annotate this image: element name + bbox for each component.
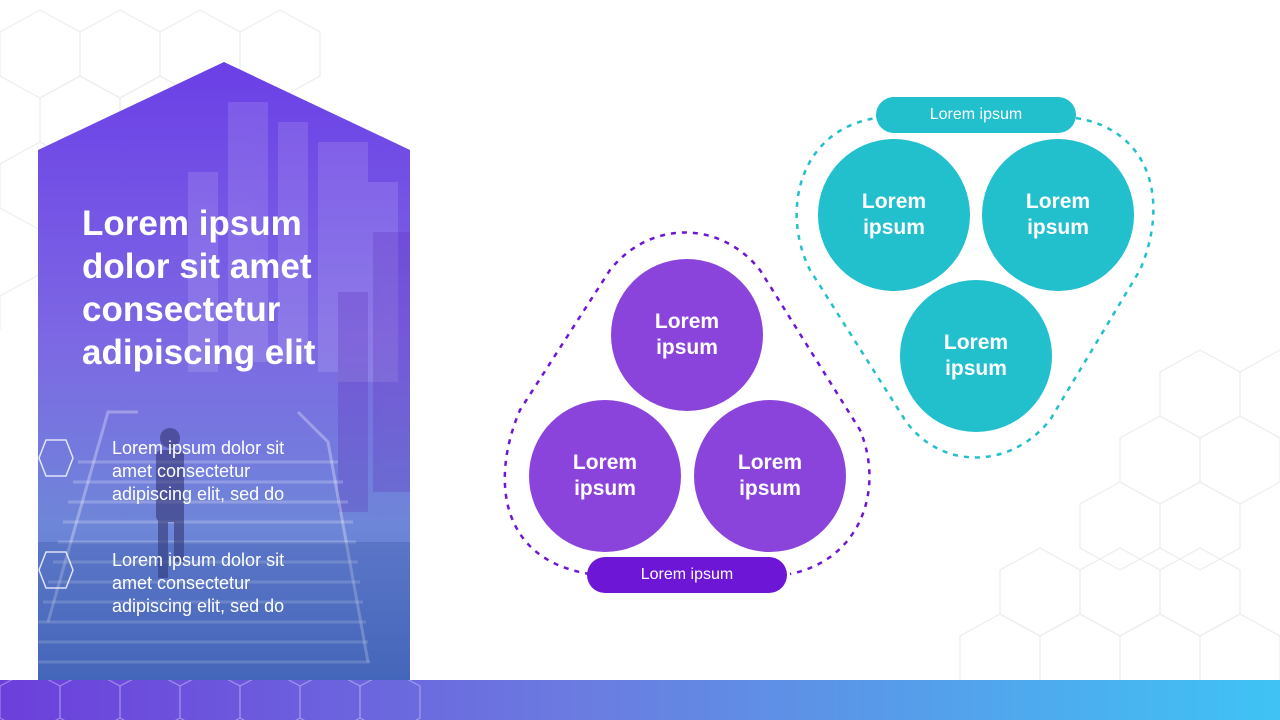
teal-group-label: Lorem ipsum xyxy=(876,97,1076,133)
circle-label: ipsum xyxy=(574,477,636,500)
purple-circle: Lorem ipsum xyxy=(529,400,681,552)
arrow-image-panel xyxy=(38,62,410,680)
hexagon-bullet-icon xyxy=(38,439,74,477)
staircase-city-image xyxy=(38,102,410,680)
circle-label: Lorem xyxy=(572,451,638,474)
bottom-gradient-bar xyxy=(0,680,1280,720)
circle-label: ipsum xyxy=(656,336,718,359)
panel-item-text: Lorem ipsum dolor sit amet consectetur a… xyxy=(112,437,342,506)
circle-label: Lorem xyxy=(1025,190,1091,213)
panel-item-text: Lorem ipsum dolor sit amet consectetur a… xyxy=(112,549,342,618)
panel-item-line: amet consectetur xyxy=(112,573,251,593)
circle-label: Lorem xyxy=(861,190,927,213)
panel-item-line: adipiscing elit, sed do xyxy=(112,484,285,504)
circle-label: ipsum xyxy=(739,477,801,500)
circle-label: ipsum xyxy=(945,357,1007,380)
hexagon-pattern-bar xyxy=(0,680,421,720)
teal-circle: Lorem ipsum xyxy=(900,280,1052,432)
teal-circle: Lorem ipsum xyxy=(982,139,1134,291)
panel-title-line: Lorem ipsum xyxy=(82,204,302,243)
panel-title-line: dolor sit amet xyxy=(82,247,312,286)
hexagon-bullet-icon xyxy=(38,551,74,589)
circle-label: Lorem xyxy=(737,451,803,474)
circle-label: Lorem xyxy=(654,310,720,333)
purple-circle: Lorem ipsum xyxy=(694,400,846,552)
panel-title: Lorem ipsum dolor sit amet consectetur a… xyxy=(82,202,402,374)
purple-group-label: Lorem ipsum xyxy=(587,557,787,593)
panel-title-line: adipiscing elit xyxy=(82,333,316,372)
teal-circle: Lorem ipsum xyxy=(818,139,970,291)
panel-item-line: amet consectetur xyxy=(112,461,251,481)
circle-label: Lorem xyxy=(943,331,1009,354)
panel-title-line: consectetur xyxy=(82,290,281,329)
circle-label: ipsum xyxy=(1027,216,1089,239)
circle-label: ipsum xyxy=(863,216,925,239)
panel-item-line: Lorem ipsum dolor sit xyxy=(112,438,285,458)
panel-item-line: adipiscing elit, sed do xyxy=(112,596,285,616)
purple-circle: Lorem ipsum xyxy=(611,259,763,411)
panel-item-line: Lorem ipsum dolor sit xyxy=(112,550,285,570)
